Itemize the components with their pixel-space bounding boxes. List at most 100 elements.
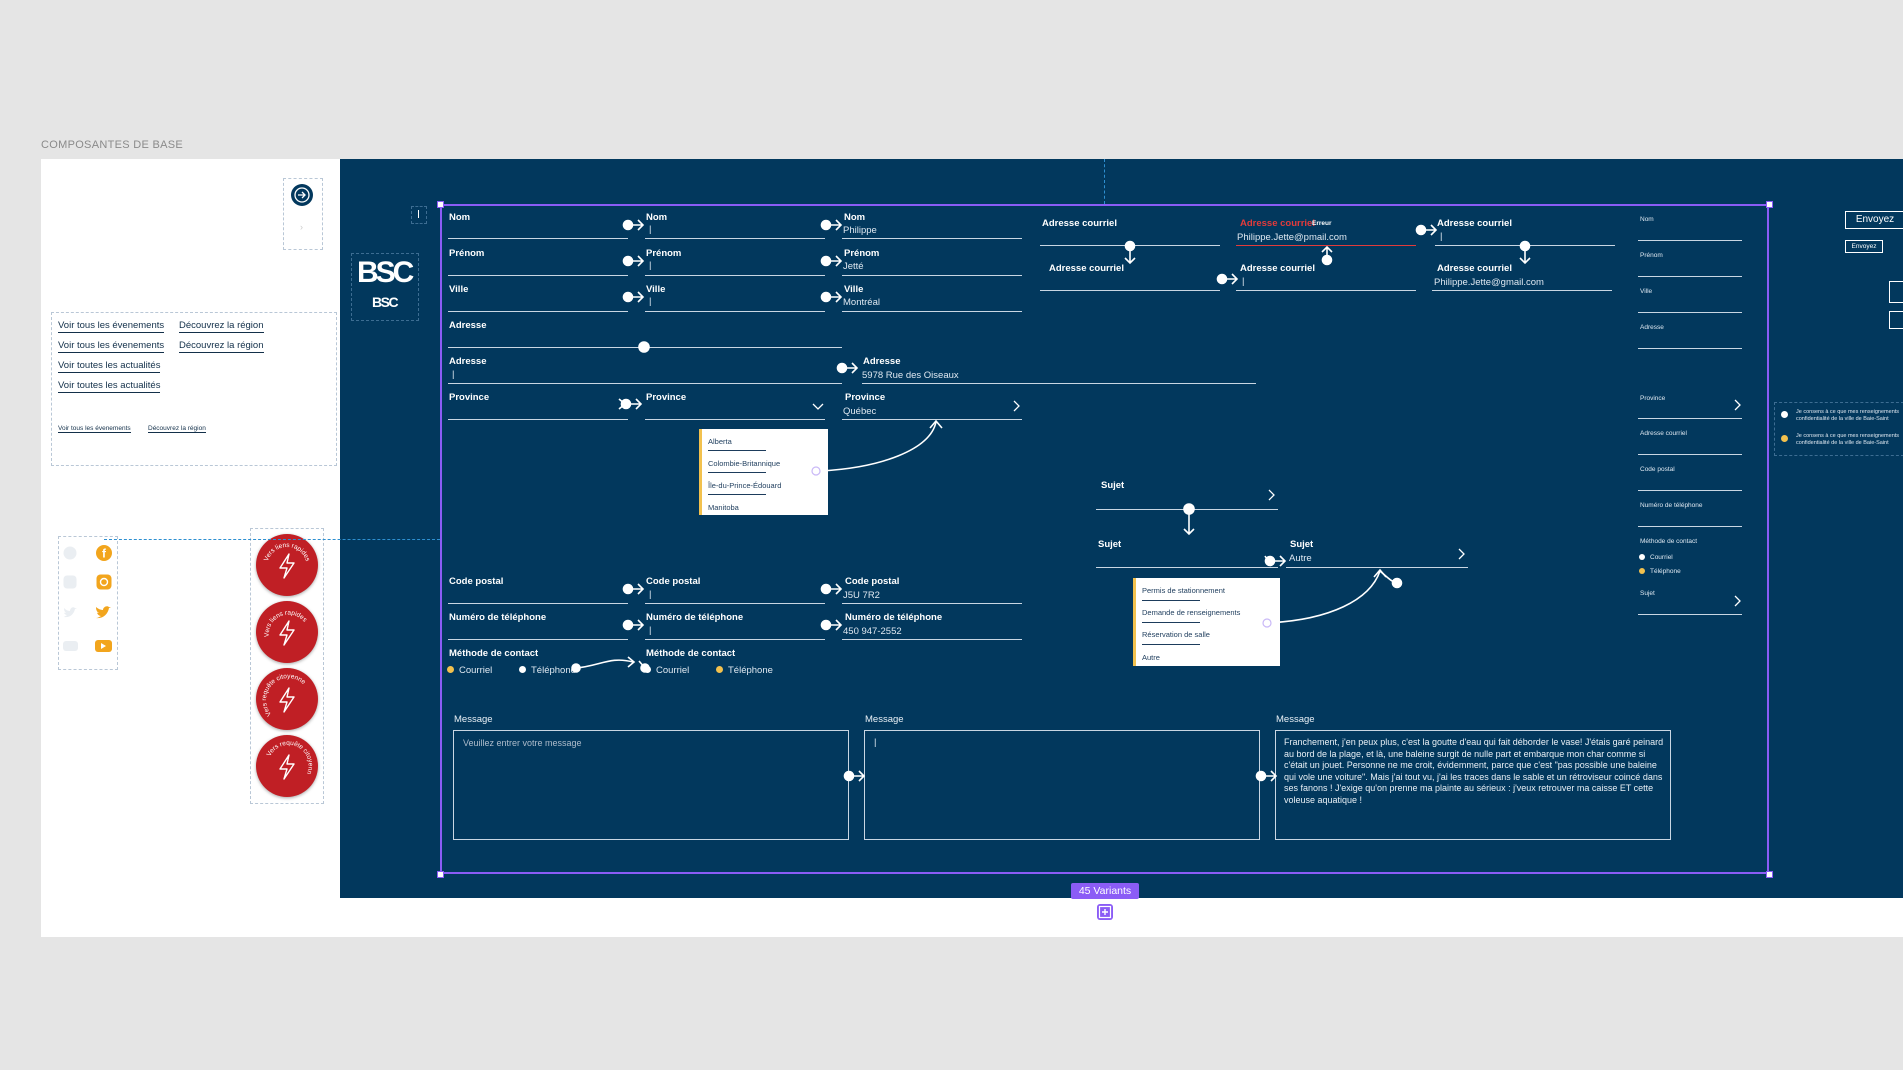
link-events[interactable]: Voir tous les évenements (58, 320, 165, 333)
radio-telephone[interactable] (519, 666, 526, 673)
quick-links-button[interactable]: Vers liens rapides (256, 534, 318, 596)
prenom-underline[interactable] (645, 275, 825, 276)
logo-large: BSC (357, 256, 414, 289)
quick-links-button[interactable]: Vers liens rapides (256, 601, 318, 663)
link-events-small[interactable]: Voir tous les évenements (58, 425, 131, 433)
adresse-underline[interactable] (1638, 348, 1742, 349)
radio-courriel[interactable] (447, 666, 454, 673)
code-postal-underline[interactable] (842, 603, 1022, 604)
sujet-underline[interactable] (1638, 614, 1742, 615)
radio-courriel[interactable] (1639, 554, 1645, 560)
radio-telephone[interactable] (1639, 568, 1645, 574)
province-option[interactable]: Colombie-Britannique (708, 459, 781, 468)
subject-option[interactable]: Permis de stationnement (1142, 586, 1225, 595)
telephone-underline[interactable] (448, 639, 628, 640)
email-underline[interactable] (1638, 454, 1742, 455)
methode-label: Méthode de contact (1640, 538, 1698, 545)
send-button-small[interactable]: Envoyez (1845, 240, 1883, 253)
province-underline[interactable] (645, 419, 825, 420)
citizen-request-button[interactable]: Vers requête citoyenne (256, 668, 318, 730)
frame-handle[interactable] (437, 201, 444, 208)
radio-telephone[interactable] (716, 666, 723, 673)
email-cursor: | (1440, 231, 1443, 242)
message-textarea[interactable] (453, 730, 849, 840)
nom-underline[interactable] (448, 238, 628, 239)
add-variant-button[interactable] (1097, 904, 1113, 920)
chevron-right-icon[interactable] (1734, 594, 1742, 612)
telephone-underline[interactable] (645, 639, 825, 640)
email-underline[interactable] (1432, 290, 1612, 291)
consent-checkbox[interactable] (1781, 411, 1788, 418)
frame-handle[interactable] (437, 871, 444, 878)
email-error-underline[interactable] (1236, 245, 1416, 246)
province-underline[interactable] (448, 419, 628, 420)
plus-icon (1098, 905, 1112, 919)
prenom-value: Jetté (843, 261, 864, 272)
citizen-request-button[interactable]: Vers requête citoyenne (254, 730, 318, 797)
nom-underline[interactable] (1638, 240, 1742, 241)
nom-underline[interactable] (645, 238, 825, 239)
code-postal-underline[interactable] (448, 603, 628, 604)
code-postal-underline[interactable] (645, 603, 825, 604)
email-label: Adresse courriel (1049, 263, 1124, 274)
email-underline[interactable] (1236, 290, 1416, 291)
message-textarea[interactable] (1275, 730, 1671, 840)
sujet-underline[interactable] (1286, 567, 1468, 568)
nom-label: Nom (844, 212, 866, 223)
youtube-icon[interactable] (62, 639, 112, 658)
instagram-icon[interactable] (62, 574, 112, 595)
province-option[interactable]: Alberta (708, 437, 732, 446)
send-button[interactable]: Envoyez (1845, 211, 1903, 229)
next-arrow-button[interactable] (291, 184, 313, 206)
email-label: Adresse courriel (1042, 218, 1117, 229)
subject-option[interactable]: Demande de renseignements (1142, 608, 1241, 617)
chevron-right-icon[interactable] (1013, 399, 1021, 417)
province-underline[interactable] (842, 419, 1022, 420)
message-cursor: | (874, 737, 877, 748)
button-variant[interactable] (1889, 281, 1903, 303)
sujet-underline[interactable] (1096, 567, 1278, 568)
email-error-label: Adresse courriel (1240, 218, 1315, 229)
variants-badge[interactable]: 45 Variants (1071, 883, 1139, 899)
bottom-strip (340, 898, 1903, 937)
prenom-underline[interactable] (842, 275, 1022, 276)
link-news[interactable]: Voir toutes les actualités (58, 380, 161, 393)
prenom-label: Prénom (449, 248, 485, 259)
frame-handle[interactable] (1766, 871, 1773, 878)
link-region[interactable]: Découvrez la région (179, 320, 264, 333)
adresse-underline[interactable] (448, 383, 842, 384)
link-region-small[interactable]: Découvrez la région (148, 425, 206, 433)
chevron-down-icon[interactable] (812, 398, 824, 416)
frame-handle[interactable] (1766, 201, 1773, 208)
chevron-right-icon[interactable] (1458, 547, 1466, 565)
button-variant[interactable] (1889, 311, 1903, 329)
code-postal-underline[interactable] (1638, 490, 1742, 491)
ville-value: Montréal (843, 297, 880, 308)
subject-option[interactable]: Réservation de salle (1142, 630, 1210, 639)
twitter-icon[interactable] (62, 605, 112, 626)
telephone-underline[interactable] (1638, 526, 1742, 527)
ville-underline[interactable] (448, 311, 628, 312)
subject-option[interactable]: Autre (1142, 653, 1160, 662)
province-option[interactable]: Manitoba (708, 503, 739, 512)
message-textarea[interactable] (864, 730, 1260, 840)
link-news[interactable]: Voir toutes les actualités (58, 360, 161, 373)
nom-label: Nom (449, 212, 471, 223)
prenom-underline[interactable] (1638, 276, 1742, 277)
email-underline[interactable] (1040, 290, 1220, 291)
prenom-underline[interactable] (448, 275, 628, 276)
chevron-right-icon[interactable] (1734, 398, 1742, 416)
ville-underline[interactable] (1638, 312, 1742, 313)
telephone-underline[interactable] (842, 639, 1022, 640)
province-underline[interactable] (1638, 418, 1742, 419)
link-events[interactable]: Voir tous les évenements (58, 340, 165, 353)
nom-underline[interactable] (842, 238, 1022, 239)
province-option[interactable]: Île-du-Prince-Édouard (708, 481, 782, 490)
facebook-icon[interactable]: f (62, 545, 112, 566)
chevron-right-icon[interactable] (1268, 488, 1276, 506)
ville-underline[interactable] (842, 311, 1022, 312)
adresse-underline[interactable] (862, 383, 1256, 384)
link-region[interactable]: Découvrez la région (179, 340, 264, 353)
ville-underline[interactable] (645, 311, 825, 312)
consent-checkbox[interactable] (1781, 435, 1788, 442)
